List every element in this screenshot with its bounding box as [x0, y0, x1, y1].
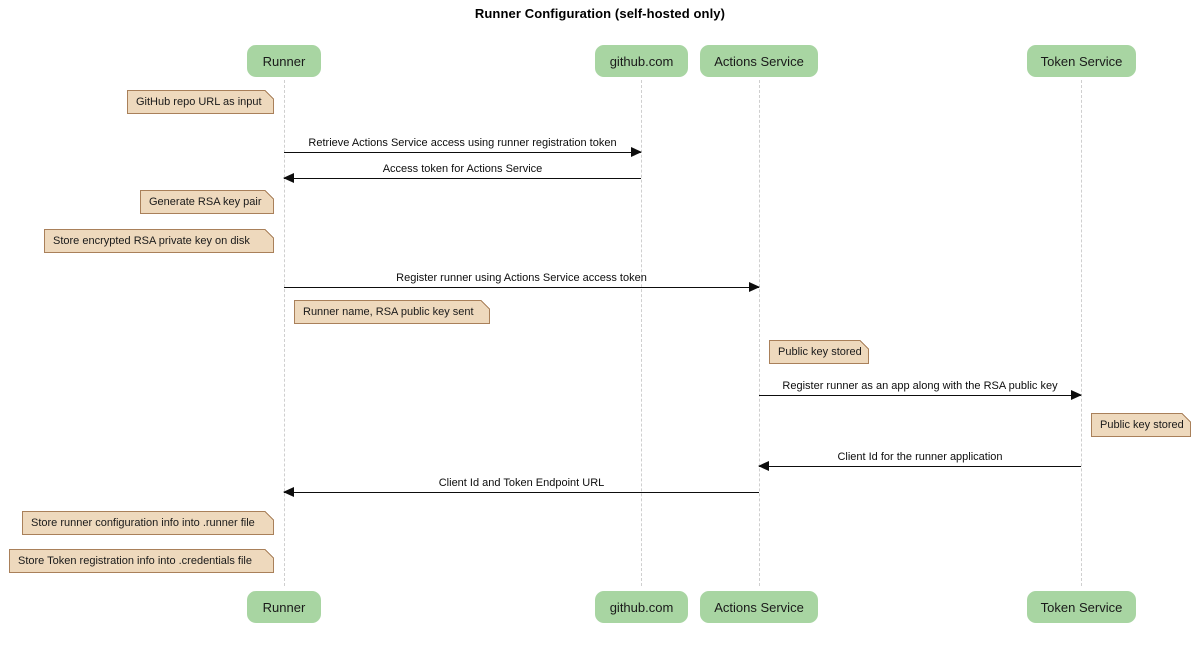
arrow-line — [284, 287, 759, 288]
participant-actions-bottom[interactable]: Actions Service — [700, 591, 818, 623]
lifeline-actions — [759, 80, 760, 586]
message-register-runner: Register runner using Actions Service ac… — [284, 272, 760, 292]
arrowhead-right-icon — [1071, 390, 1082, 400]
note-runner-name-pubkey: Runner name, RSA public key sent — [294, 300, 490, 324]
message-label: Access token for Actions Service — [382, 163, 543, 175]
message-register-app: Register runner as an app along with the… — [759, 380, 1082, 400]
note-store-token-reg: Store Token registration info into .cred… — [9, 549, 274, 573]
message-label: Register runner using Actions Service ac… — [396, 272, 647, 284]
participant-runner-bottom[interactable]: Runner — [247, 591, 321, 623]
participant-actions-top[interactable]: Actions Service — [700, 45, 818, 77]
note-store-private-key: Store encrypted RSA private key on disk — [44, 229, 274, 253]
arrow-line — [759, 466, 1081, 467]
message-label: Retrieve Actions Service access using ru… — [308, 137, 617, 149]
message-label: Register runner as an app along with the… — [782, 380, 1058, 392]
arrow-line — [759, 395, 1081, 396]
arrowhead-right-icon — [631, 147, 642, 157]
lifeline-github — [641, 80, 642, 586]
message-label: Client Id and Token Endpoint URL — [438, 477, 605, 489]
message-label: Client Id for the runner application — [837, 451, 1003, 463]
arrow-line — [284, 178, 641, 179]
note-public-key-stored-1: Public key stored — [769, 340, 869, 364]
note-store-runner-config: Store runner configuration info into .ru… — [22, 511, 274, 535]
lifeline-runner — [284, 80, 285, 586]
lifeline-token — [1081, 80, 1082, 586]
page-title: Runner Configuration (self-hosted only) — [474, 6, 726, 21]
participant-token-top[interactable]: Token Service — [1027, 45, 1136, 77]
arrow-line — [284, 492, 759, 493]
participant-token-bottom[interactable]: Token Service — [1027, 591, 1136, 623]
note-public-key-stored-2: Public key stored — [1091, 413, 1191, 437]
note-github-repo-url: GitHub repo URL as input — [127, 90, 274, 114]
message-client-id-url: Client Id and Token Endpoint URL — [283, 477, 759, 497]
arrowhead-left-icon — [283, 487, 294, 497]
message-client-id: Client Id for the runner application — [758, 451, 1081, 471]
note-generate-rsa: Generate RSA key pair — [140, 190, 274, 214]
message-access-token: Access token for Actions Service — [283, 163, 641, 183]
arrow-line — [284, 152, 641, 153]
arrowhead-left-icon — [283, 173, 294, 183]
participant-github-bottom[interactable]: github.com — [595, 591, 688, 623]
arrowhead-left-icon — [758, 461, 769, 471]
participant-runner-top[interactable]: Runner — [247, 45, 321, 77]
arrowhead-right-icon — [749, 282, 760, 292]
message-retrieve-access: Retrieve Actions Service access using ru… — [284, 137, 642, 157]
participant-github-top[interactable]: github.com — [595, 45, 688, 77]
